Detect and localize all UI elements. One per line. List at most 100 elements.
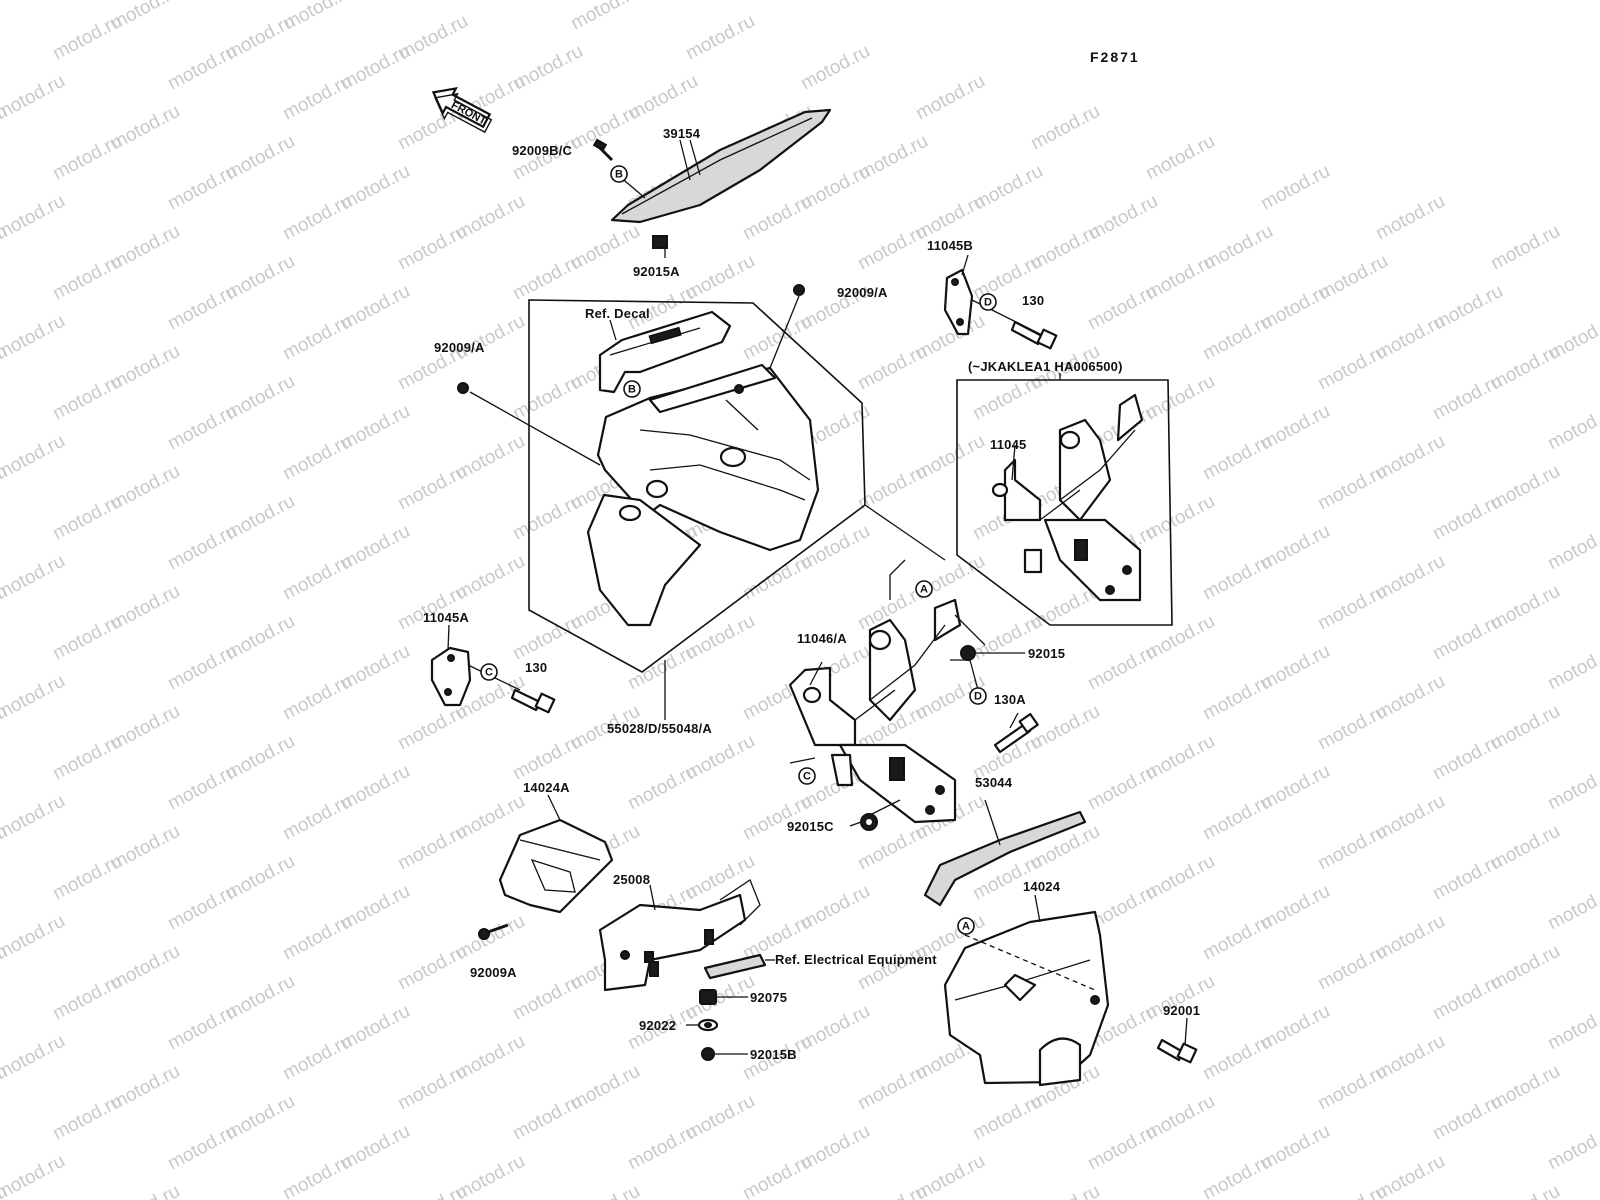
reference-marker-letter: D [974,691,982,703]
watermark-text: motod.ru [394,581,470,635]
part-label-ref-elec: Ref. Electrical Equipment [775,952,937,967]
watermark-text: motod.ru [509,731,585,785]
part-label-14024: 14024 [1023,879,1061,894]
washer-icon [697,1018,719,1032]
part-label-14024a: 14024A [523,780,570,795]
watermark-text: motod.ru [1199,671,1275,725]
part-label-ref-decal: Ref. Decal [585,306,650,321]
watermark-text: motod.ru [854,341,930,395]
watermark-text: motod.ru [0,1031,69,1085]
part-label-11045: 11045 [990,437,1026,452]
watermark-text: motod.ru [0,791,69,845]
part-label-130a: 130A [994,692,1026,707]
watermark-text: motod.ru [1199,431,1275,485]
watermark-text: motod.ru [1544,521,1600,575]
part-label-92009a-top: 92009/A [837,285,888,300]
watermark-text: motod.ru [1429,731,1505,785]
watermark-text: motod.ru [1142,131,1218,185]
watermark-text: motod.ru [1199,911,1275,965]
watermark-text: motod.ru [0,71,69,125]
reference-marker-letter: B [628,384,636,396]
watermark-text: motod.ru [509,1091,585,1145]
watermark-text: motod.ru [1199,1031,1275,1085]
watermark-text: motod.ru [509,971,585,1025]
watermark-text: motod.ru [279,431,355,485]
watermark-text: motod.ru [1314,1181,1390,1200]
watermark-text: motod.ru [1314,581,1390,635]
watermark-text: motod.ru [1544,641,1600,695]
watermark-text: motod.ru [1429,851,1505,905]
reference-marker-circle [480,663,498,681]
bracket-11045b [943,268,974,336]
watermark-text: motod.ru [164,401,240,455]
watermark-text: motod.ru [49,851,125,905]
watermark-text: motod.ru [1544,1121,1600,1175]
watermark-text: motod.ru [1429,971,1505,1025]
nut-icon [960,645,976,661]
watermark-text: motod.ru [1027,101,1103,155]
part-label-25008: 25008 [613,872,650,887]
watermark-text: motod.ru [1084,761,1160,815]
screw-icon [592,138,614,162]
watermark-text: motod.ru [394,941,470,995]
watermark-text: motod.ru [854,941,930,995]
watermark-text: motod.ru [739,1151,815,1200]
watermark-text: motod.ru [0,551,69,605]
watermark-text: motod.ru [1199,311,1275,365]
watermark-text: motod.ru [1372,191,1448,245]
watermark-text: motod.ru [624,761,700,815]
part-label-53044: 53044 [975,775,1013,790]
serial-range-note: (~JKAKLEA1 HA006500) [968,359,1123,374]
watermark-text: motod.ru [394,1061,470,1115]
part-label-11045b: 11045B [927,238,973,253]
part-label-92009a-bottom: 92009A [470,965,517,980]
watermark-text: motod.ru [509,611,585,665]
nut-icon [860,813,878,831]
nut-icon [701,1047,715,1061]
watermark-text: motod.ru [682,11,758,65]
watermark-text: motod.ru [279,191,355,245]
part-label-11046a: 11046/A [797,631,847,646]
watermark-text: motod.ru [164,1001,240,1055]
part-label-130-top: 130 [1022,293,1044,308]
watermark-text: motod.ru [567,0,643,34]
watermark-text: motod.ru [1429,611,1505,665]
watermark-text: motod.ru [1084,1121,1160,1175]
watermark-text: motod.ru [509,491,585,545]
watermark-text: motod.ru [164,281,240,335]
watermark-text: motod.ru [1314,341,1390,395]
part-label-92022: 92022 [639,1018,676,1033]
watermark-text: motod.ru [49,731,125,785]
watermark-text: motod.ru [0,311,69,365]
watermark-text: motod.ru [969,1091,1045,1145]
reference-marker-letter: C [485,667,493,679]
watermark-text: motod.ru [394,1181,470,1200]
bolt-icon [1010,320,1058,350]
serial-inset-frame [956,373,1173,626]
watermark-text: motod.ru [1199,791,1275,845]
watermark-text: motod.ru [509,371,585,425]
figure-code: F2871 [1090,49,1140,65]
watermark-text: motod.ru [1544,881,1600,935]
part-label-92015c: 92015C [787,819,834,834]
part-labels: 39154 92009B/C 92015A 92009/A Ref. Decal… [423,126,1200,1062]
watermark-text: motod.ru [49,611,125,665]
watermark-text: motod.ru [279,911,355,965]
watermark-text: motod.ru [1429,371,1505,425]
reference-marker-circle [979,293,997,311]
reference-marker-circle [957,917,975,935]
watermark-text: motod.ru [797,41,873,95]
watermark-text: motod.ru [0,431,69,485]
reference-marker-letter: C [803,771,811,783]
stay-11045 [991,393,1144,602]
bolt-icon [993,712,1039,754]
watermark-text: motod.ru [394,821,470,875]
watermark-text: motod.ru [279,671,355,725]
watermark-text: motod.ru [279,71,355,125]
screw-icon [457,284,805,394]
part-label-92001: 92001 [1163,1003,1200,1018]
watermark-text: motod.ru [1314,821,1390,875]
watermark-text: motod.ru [279,1031,355,1085]
